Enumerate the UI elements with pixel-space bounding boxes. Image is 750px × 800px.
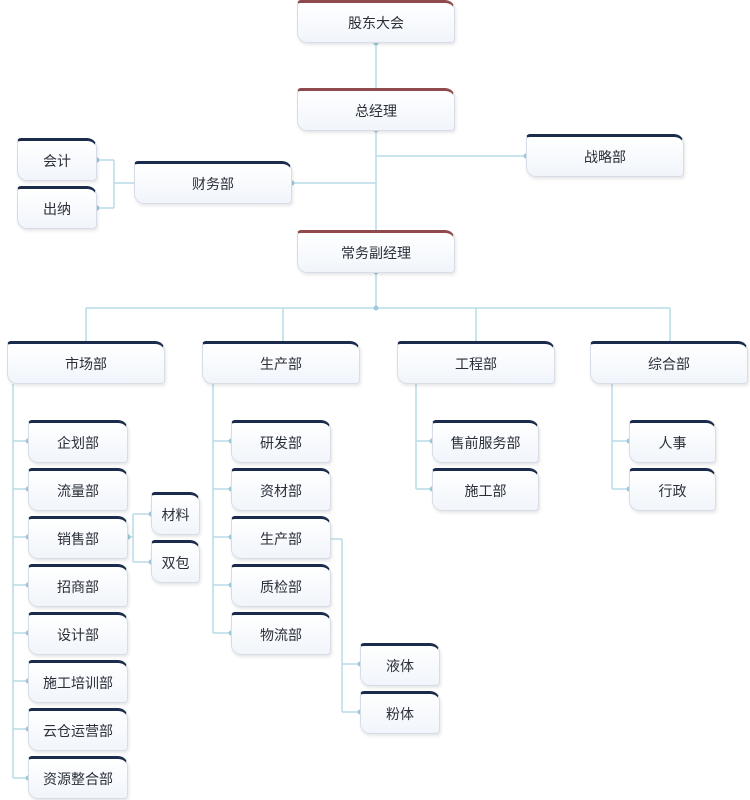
node-market-dept[interactable]: 市场部 [7,341,165,384]
node-label: 资材部 [260,483,302,500]
node-strategy[interactable]: 战略部 [526,134,684,177]
node-general-affairs-child[interactable]: 行政 [629,468,716,511]
node-label: 云仓运营部 [43,723,113,740]
node-market-child[interactable]: 销售部 [28,516,128,559]
node-sales-child[interactable]: 材料 [151,492,200,535]
node-label: 液体 [386,658,414,675]
node-label: 常务副经理 [341,245,411,262]
node-market-child[interactable]: 资源整合部 [28,756,128,799]
node-label: 售前服务部 [450,435,521,452]
node-label: 质检部 [260,579,302,596]
node-label: 股东大会 [348,15,404,32]
node-label: 生产部 [260,531,302,548]
node-production-child[interactable]: 资材部 [231,468,331,511]
node-label: 招商部 [57,579,99,596]
node-production-child[interactable]: 生产部 [231,516,331,559]
node-label: 施工部 [464,483,507,500]
node-label: 工程部 [455,356,497,373]
node-market-child[interactable]: 施工培训部 [28,660,128,703]
node-label: 财务部 [192,176,234,193]
node-production-child[interactable]: 物流部 [231,612,331,655]
node-market-child[interactable]: 设计部 [28,612,128,655]
node-production-child[interactable]: 质检部 [231,564,331,607]
node-shareholders[interactable]: 股东大会 [297,0,455,43]
node-market-child[interactable]: 招商部 [28,564,128,607]
node-production-child[interactable]: 研发部 [231,420,331,463]
node-label: 研发部 [260,435,302,452]
node-general-manager[interactable]: 总经理 [297,88,455,131]
node-sales-child[interactable]: 双包 [151,540,200,583]
node-label: 行政 [658,483,687,500]
node-accounting[interactable]: 会计 [17,138,97,181]
node-label: 总经理 [355,103,397,120]
node-label: 资源整合部 [43,771,113,788]
node-label: 双包 [161,555,190,572]
node-label: 会计 [43,153,71,170]
node-label: 物流部 [260,627,302,644]
node-engineering-child[interactable]: 售前服务部 [432,420,539,463]
node-label: 出纳 [43,201,71,218]
node-label: 市场部 [65,356,107,373]
node-finance[interactable]: 财务部 [134,161,292,204]
node-label: 材料 [161,507,190,524]
node-general-affairs-dept[interactable]: 综合部 [590,341,748,384]
node-label: 战略部 [584,149,626,166]
node-label: 综合部 [648,356,690,373]
node-label: 企划部 [57,435,99,452]
node-label: 粉体 [386,706,414,723]
node-label: 人事 [658,435,687,452]
node-label: 设计部 [57,627,99,644]
node-market-child[interactable]: 流量部 [28,468,128,511]
node-executive-deputy[interactable]: 常务副经理 [297,230,455,273]
node-label: 施工培训部 [43,675,113,692]
node-general-affairs-child[interactable]: 人事 [629,420,716,463]
node-cashier[interactable]: 出纳 [17,186,97,229]
node-engineering-dept[interactable]: 工程部 [397,341,555,384]
node-production-sub-child[interactable]: 粉体 [360,691,440,734]
node-label: 销售部 [57,531,99,548]
node-engineering-child[interactable]: 施工部 [432,468,539,511]
node-production-dept[interactable]: 生产部 [202,341,360,384]
node-label: 流量部 [57,483,99,500]
node-market-child[interactable]: 企划部 [28,420,128,463]
node-label: 生产部 [260,356,302,373]
node-market-child[interactable]: 云仓运营部 [28,708,128,751]
node-production-sub-child[interactable]: 液体 [360,643,440,686]
